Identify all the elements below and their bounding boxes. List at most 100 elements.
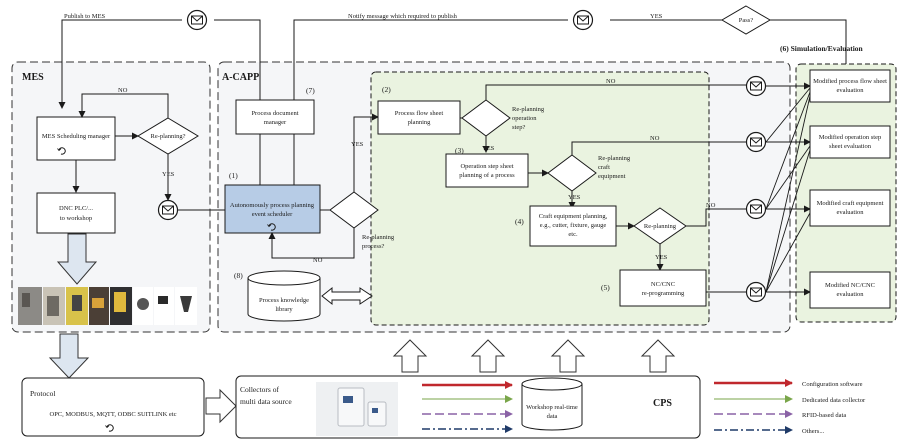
doc-to-scheduler-lines: [259, 134, 295, 185]
notify-label: Notify message which required to publish: [348, 13, 458, 20]
nc-box: [619, 269, 707, 307]
doc-manager-box: [235, 99, 315, 135]
mes-to-protocol-arrow: [48, 333, 90, 379]
doc-manager-line1: Process document: [251, 110, 298, 117]
collectors-line2: multi data source: [240, 397, 292, 406]
envelope-icon-op: [745, 131, 767, 153]
legend-others-label: Others...: [802, 428, 825, 435]
envelope-icon-flow: [745, 75, 767, 97]
op-step-line1: Operation step sheet: [460, 163, 513, 170]
rp-op-no-label: NO: [606, 78, 616, 85]
replanning-no-line: [686, 208, 746, 227]
rp-craft-line3: equipment: [598, 173, 626, 180]
workshop-data-cylinder: [521, 377, 583, 431]
rp-craft-no-line: [571, 141, 746, 155]
publish-to-mes-label: Publish to MES: [64, 13, 106, 20]
sim-craft-line1: Modified craft equipment: [817, 200, 884, 207]
rp-craft-line1: Re-planning: [598, 155, 631, 162]
rp-craft-no-label: NO: [650, 135, 660, 142]
replanning-label: Re-planning: [644, 223, 677, 230]
envelope-icon-notify: [572, 9, 594, 31]
knowledge-library-cylinder: [247, 270, 321, 322]
envelope-icon-mes: [157, 199, 179, 221]
label-7: (7): [306, 86, 315, 95]
workshop-line2: data: [547, 413, 558, 420]
label-3: (3): [455, 146, 464, 155]
sim-op-line1: Modified operation step: [819, 134, 881, 141]
mes-title: MES: [22, 72, 44, 83]
yes-top-label: YES: [650, 13, 663, 20]
rp-op-line2: operation: [512, 115, 537, 122]
envelope-icon-nc: [745, 281, 767, 303]
scheduler-line1: Autonomously process planning: [230, 202, 315, 209]
scheduler-box: [224, 184, 321, 234]
process-no-line: [268, 228, 355, 259]
dnc-box: [36, 192, 116, 234]
sim-to-pass-line: [770, 19, 847, 64]
acapp-title: A-CAPP: [222, 72, 259, 83]
protocol-text: OPC, MODBUS, MQTT, ODBC SUITLINK etc: [50, 411, 177, 418]
legend-rfid-label: RFID-based data: [802, 412, 846, 419]
replanning-process-line2: process?: [362, 243, 384, 250]
workshop-photos: [18, 287, 197, 325]
rp-op-no-line: [485, 84, 746, 100]
rp-craft-line2: craft: [598, 164, 610, 171]
craft-line2: e.g., cutter, fixture, gauge: [540, 222, 607, 229]
flow-sheet-line1: Process flow sheet: [395, 110, 444, 117]
sim-flow-line1: Modified process flow sheet: [813, 78, 887, 85]
pass-label: Pass?: [739, 17, 754, 24]
rp-op-line1: Re-planning: [512, 106, 545, 113]
label-2: (2): [382, 85, 391, 94]
fan-connectors: [765, 82, 811, 296]
knowledge-line2: library: [275, 306, 293, 313]
simulation-title: (6) Simulation/Evaluation: [780, 44, 864, 53]
protocol-title: Protocol: [30, 389, 55, 398]
process-yes-line: [353, 113, 379, 192]
sim-nc-line1: Modified NC/CNC: [825, 282, 875, 289]
notify-line: [293, 19, 568, 100]
op-step-line2: planning of a process: [459, 172, 515, 179]
sim-craft-line2: evaluation: [836, 209, 864, 216]
dnc-line2: to workshop: [60, 215, 92, 222]
scheduler-line2: event scheduler: [252, 211, 293, 218]
publish-line: [58, 19, 182, 109]
label-8: (8): [234, 271, 243, 280]
flow-sheet-box: [377, 100, 461, 135]
sim-nc-line2: evaluation: [836, 291, 864, 298]
replanning-process-line1: Re-planning: [362, 234, 395, 241]
knowledge-line1: Process knowledge: [259, 297, 309, 304]
legend-dedicated-label: Dedicated data collector: [802, 397, 866, 404]
sim-op-box: [809, 125, 891, 159]
protocol-box: [21, 377, 205, 437]
mes-big-down-arrow: [56, 233, 98, 285]
process-no-label: NO: [313, 257, 323, 264]
doc-manager-line2: manager: [264, 119, 287, 126]
rp-op-line3: step?: [512, 124, 525, 131]
craft-box: [529, 205, 617, 247]
dnc-line1: DNC PLC/...: [59, 205, 93, 212]
label-4: (4): [515, 217, 524, 226]
op-step-box: [445, 153, 529, 188]
mes-no-loop: [78, 93, 169, 118]
collectors-line1: Collectors of: [240, 385, 279, 394]
mes-scheduling-manager-label: MES Scheduling manager: [42, 133, 111, 140]
mes-scheduling-manager-box: [36, 116, 116, 161]
green-planning-panel: [370, 71, 710, 326]
mes-no-label: NO: [118, 87, 128, 94]
sim-flow-box: [809, 69, 891, 103]
replanning-no-label: NO: [706, 202, 716, 209]
legend-config-label: Configuration software: [802, 381, 863, 388]
sim-op-line2: sheet evaluation: [829, 143, 872, 150]
mes-yes-label: YES: [162, 171, 175, 178]
legend: Configuration software Dedicated data co…: [714, 379, 866, 435]
pass-diamond: [721, 5, 771, 35]
envelope-icon-craft: [745, 198, 767, 220]
nc-line2: re-programming: [642, 290, 685, 297]
replanning-yes-label: YES: [655, 254, 668, 261]
flow-sheet-line2: planning: [408, 119, 431, 126]
collector-devices-image: [316, 382, 398, 436]
label-1: (1): [229, 171, 238, 180]
craft-line3: etc.: [568, 231, 578, 238]
rp-craft-yes-label: YES: [568, 194, 581, 201]
protocol-to-collectors-arrow: [205, 388, 237, 424]
